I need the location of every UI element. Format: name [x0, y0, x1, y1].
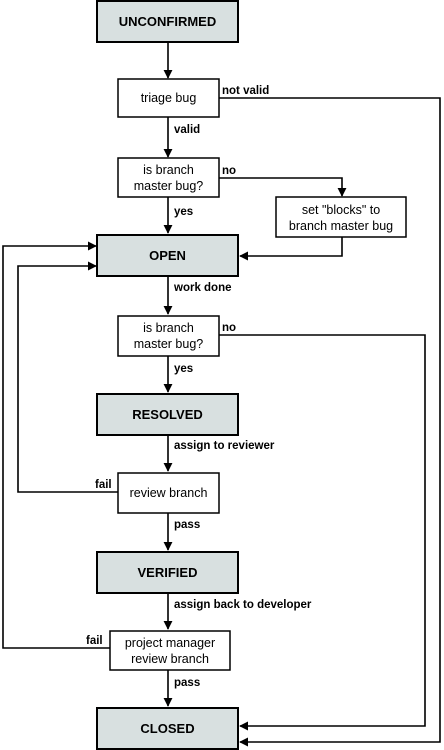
- node-is-branch-1-line2: master bug?: [134, 179, 204, 193]
- edge-review-fail: [17, 261, 118, 493]
- edge-label-yes-1: yes: [174, 206, 193, 218]
- node-is-branch-2-line1: is branch: [143, 321, 194, 335]
- edge-q2-no: [219, 334, 426, 731]
- node-set-blocks-line2: branch master bug: [289, 219, 393, 233]
- node-open-label: OPEN: [149, 248, 186, 263]
- node-is-branch-1-line1: is branch: [143, 163, 194, 177]
- edge-label-pass-2: pass: [174, 677, 200, 689]
- node-is-branch-2-line2: master bug?: [134, 337, 204, 351]
- edge-label-valid: valid: [174, 124, 200, 136]
- node-closed-label: CLOSED: [140, 721, 194, 736]
- edge-label-assign-back: assign back to developer: [174, 599, 312, 611]
- edge-label-pass-1: pass: [174, 519, 200, 531]
- node-set-blocks: set "blocks" to branch master bug: [275, 196, 407, 238]
- node-triage-bug: triage bug: [117, 78, 220, 118]
- edge-label-fail-1: fail: [95, 479, 112, 491]
- node-is-branch-master-bug-2: is branch master bug?: [117, 315, 220, 357]
- node-verified-label: VERIFIED: [138, 565, 198, 580]
- edge-label-not-valid: not valid: [222, 85, 269, 97]
- edge-label-yes-2: yes: [174, 363, 193, 375]
- edge-q1-no: [219, 177, 347, 197]
- node-review-branch: review branch: [117, 472, 220, 514]
- node-open: OPEN: [96, 234, 239, 277]
- node-closed: CLOSED: [96, 707, 239, 750]
- node-verified: VERIFIED: [96, 551, 239, 594]
- node-triage-bug-label: triage bug: [141, 91, 197, 105]
- edge-label-assign-reviewer: assign to reviewer: [174, 440, 275, 452]
- edge-triage-not-valid: [219, 97, 441, 747]
- node-set-blocks-line1: set "blocks" to: [302, 203, 380, 217]
- edge-label-no-2: no: [222, 322, 236, 334]
- node-review-branch-label: review branch: [130, 486, 208, 500]
- node-pm-review-branch: project manager review branch: [109, 630, 231, 671]
- node-is-branch-master-bug-1: is branch master bug?: [117, 157, 220, 198]
- edge-labels: not valid valid no yes work done no yes …: [86, 85, 312, 689]
- edge-label-work-done: work done: [173, 282, 232, 294]
- edge-label-fail-2: fail: [86, 635, 103, 647]
- node-pm-review-line2: review branch: [131, 652, 209, 666]
- edge-pm-fail: [2, 241, 110, 649]
- node-resolved-label: RESOLVED: [132, 407, 203, 422]
- node-unconfirmed-label: UNCONFIRMED: [119, 14, 217, 29]
- edge-label-no-1: no: [222, 165, 236, 177]
- node-resolved: RESOLVED: [96, 393, 239, 436]
- node-unconfirmed: UNCONFIRMED: [96, 0, 239, 43]
- node-pm-review-line1: project manager: [125, 636, 215, 650]
- edges: [2, 42, 441, 747]
- edge-setblocks-to-open: [239, 237, 343, 261]
